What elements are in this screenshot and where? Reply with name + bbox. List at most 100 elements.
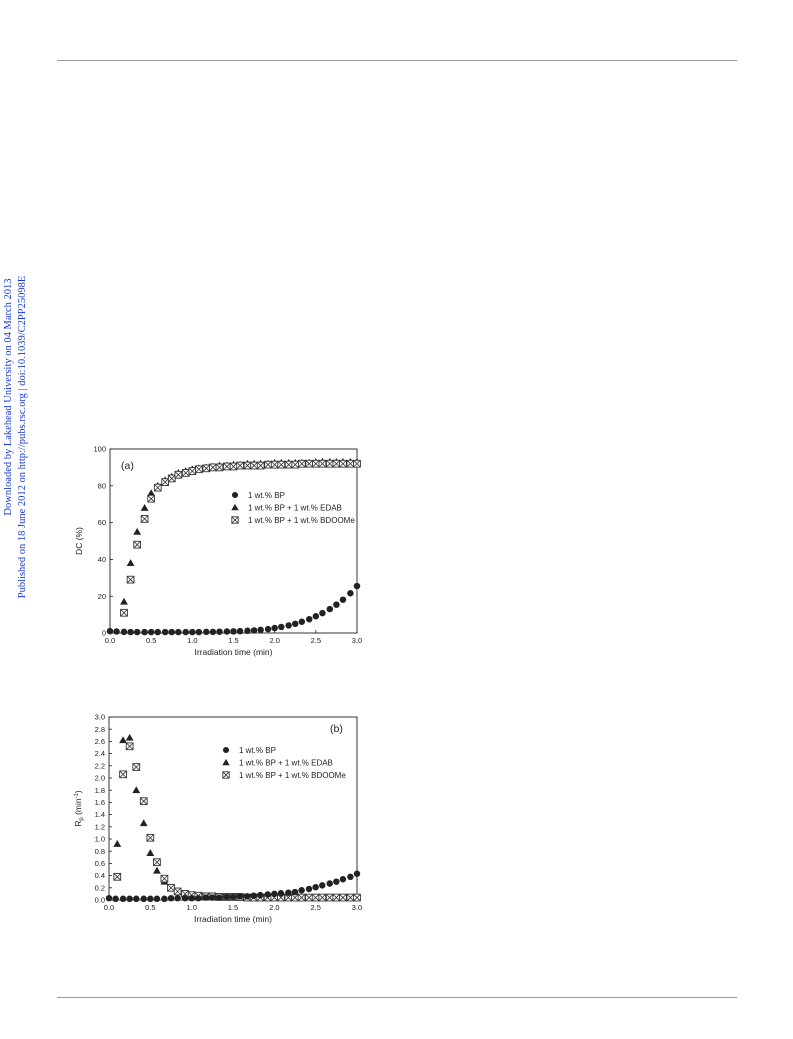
data-point: [161, 628, 169, 636]
data-point: [120, 628, 128, 636]
data-point: [147, 895, 154, 903]
data-point: [153, 483, 162, 492]
data-point: [120, 597, 128, 605]
data-point: [298, 618, 306, 626]
data-point: [297, 459, 306, 468]
data-point: [333, 601, 340, 608]
data-point: [284, 460, 293, 469]
x-tick-label: 1.0: [186, 903, 196, 912]
data-point: [161, 478, 170, 486]
series-circle: [105, 870, 361, 903]
y-tick-label: 0.2: [95, 883, 105, 892]
data-point: [319, 882, 326, 889]
y-tick-label: 20: [98, 592, 106, 601]
legend-marker: [222, 746, 230, 754]
y-tick-label: 0.8: [95, 847, 105, 856]
data-point: [209, 894, 216, 901]
data-point: [291, 460, 300, 469]
data-point: [153, 866, 161, 874]
legend-label: 1 wt.% BP + 1 wt.% BDOOMe: [248, 516, 355, 525]
data-point: [120, 608, 128, 617]
data-point: [126, 895, 133, 903]
data-point: [311, 893, 320, 902]
y-tick-label: 2.2: [95, 761, 105, 770]
data-point: [326, 880, 333, 887]
data-point: [270, 460, 279, 469]
data-point: [312, 883, 319, 891]
data-point: [326, 605, 334, 613]
data-point: [285, 889, 292, 896]
y-tick-label: 60: [98, 518, 106, 527]
x-tick-label: 0.5: [145, 903, 155, 912]
data-point: [147, 494, 156, 503]
y-tick-label: 2.4: [95, 749, 105, 758]
data-point: [140, 895, 147, 903]
y-tick-label: 2.6: [95, 737, 105, 746]
header-rule: [57, 60, 737, 61]
data-point: [126, 575, 135, 584]
x-tick-label: 1.5: [228, 903, 238, 912]
legend-marker: [222, 758, 230, 766]
data-point: [278, 623, 285, 631]
data-point: [147, 628, 155, 636]
data-point: [119, 770, 127, 779]
data-point: [339, 893, 347, 902]
data-point: [106, 627, 114, 635]
data-point: [250, 892, 257, 899]
y-tick-label: 3.0: [95, 713, 105, 722]
data-point: [277, 460, 286, 469]
data-point: [140, 515, 149, 523]
x-tick-label: 0.0: [105, 636, 115, 645]
data-point: [271, 624, 278, 632]
y-tick-label: 0.4: [95, 871, 105, 880]
data-point: [271, 890, 278, 898]
data-point: [346, 459, 355, 468]
data-point: [257, 891, 264, 899]
data-point: [113, 839, 122, 847]
data-point: [353, 459, 361, 468]
data-point: [160, 874, 169, 883]
data-point: [127, 628, 134, 636]
x-axis-label: Irradiation time (min): [195, 647, 273, 657]
data-point: [353, 582, 361, 590]
data-point: [140, 503, 149, 511]
data-point: [182, 628, 189, 636]
data-point: [230, 628, 237, 635]
data-point: [113, 872, 122, 881]
data-point: [256, 461, 265, 470]
data-point: [216, 628, 223, 635]
data-point: [298, 887, 305, 894]
data-point: [244, 627, 251, 635]
data-point: [223, 628, 231, 635]
data-point: [347, 590, 354, 597]
data-point: [174, 470, 183, 479]
data-point: [168, 628, 175, 636]
data-point: [195, 894, 202, 902]
data-point: [346, 893, 355, 902]
y-tick-label: 0.0: [95, 896, 105, 905]
data-point: [305, 885, 313, 893]
data-point: [347, 873, 354, 881]
data-point: [318, 459, 327, 468]
data-point: [325, 893, 334, 902]
data-point: [141, 628, 148, 636]
data-point: [112, 895, 119, 903]
data-point: [297, 893, 306, 902]
data-point: [285, 622, 292, 629]
data-point: [125, 742, 134, 751]
data-point: [264, 625, 272, 633]
y-tick-label: 1.0: [95, 835, 105, 844]
data-point: [339, 596, 347, 603]
y-axis-label: Rp (min-1): [73, 790, 85, 827]
x-tick-label: 2.5: [310, 903, 320, 912]
data-point: [223, 893, 230, 901]
data-point: [188, 894, 195, 902]
data-point: [188, 467, 197, 475]
data-point: [195, 628, 203, 636]
data-point: [250, 461, 258, 470]
panel-label: (a): [121, 460, 134, 472]
data-point: [209, 628, 217, 636]
data-point: [154, 628, 161, 636]
